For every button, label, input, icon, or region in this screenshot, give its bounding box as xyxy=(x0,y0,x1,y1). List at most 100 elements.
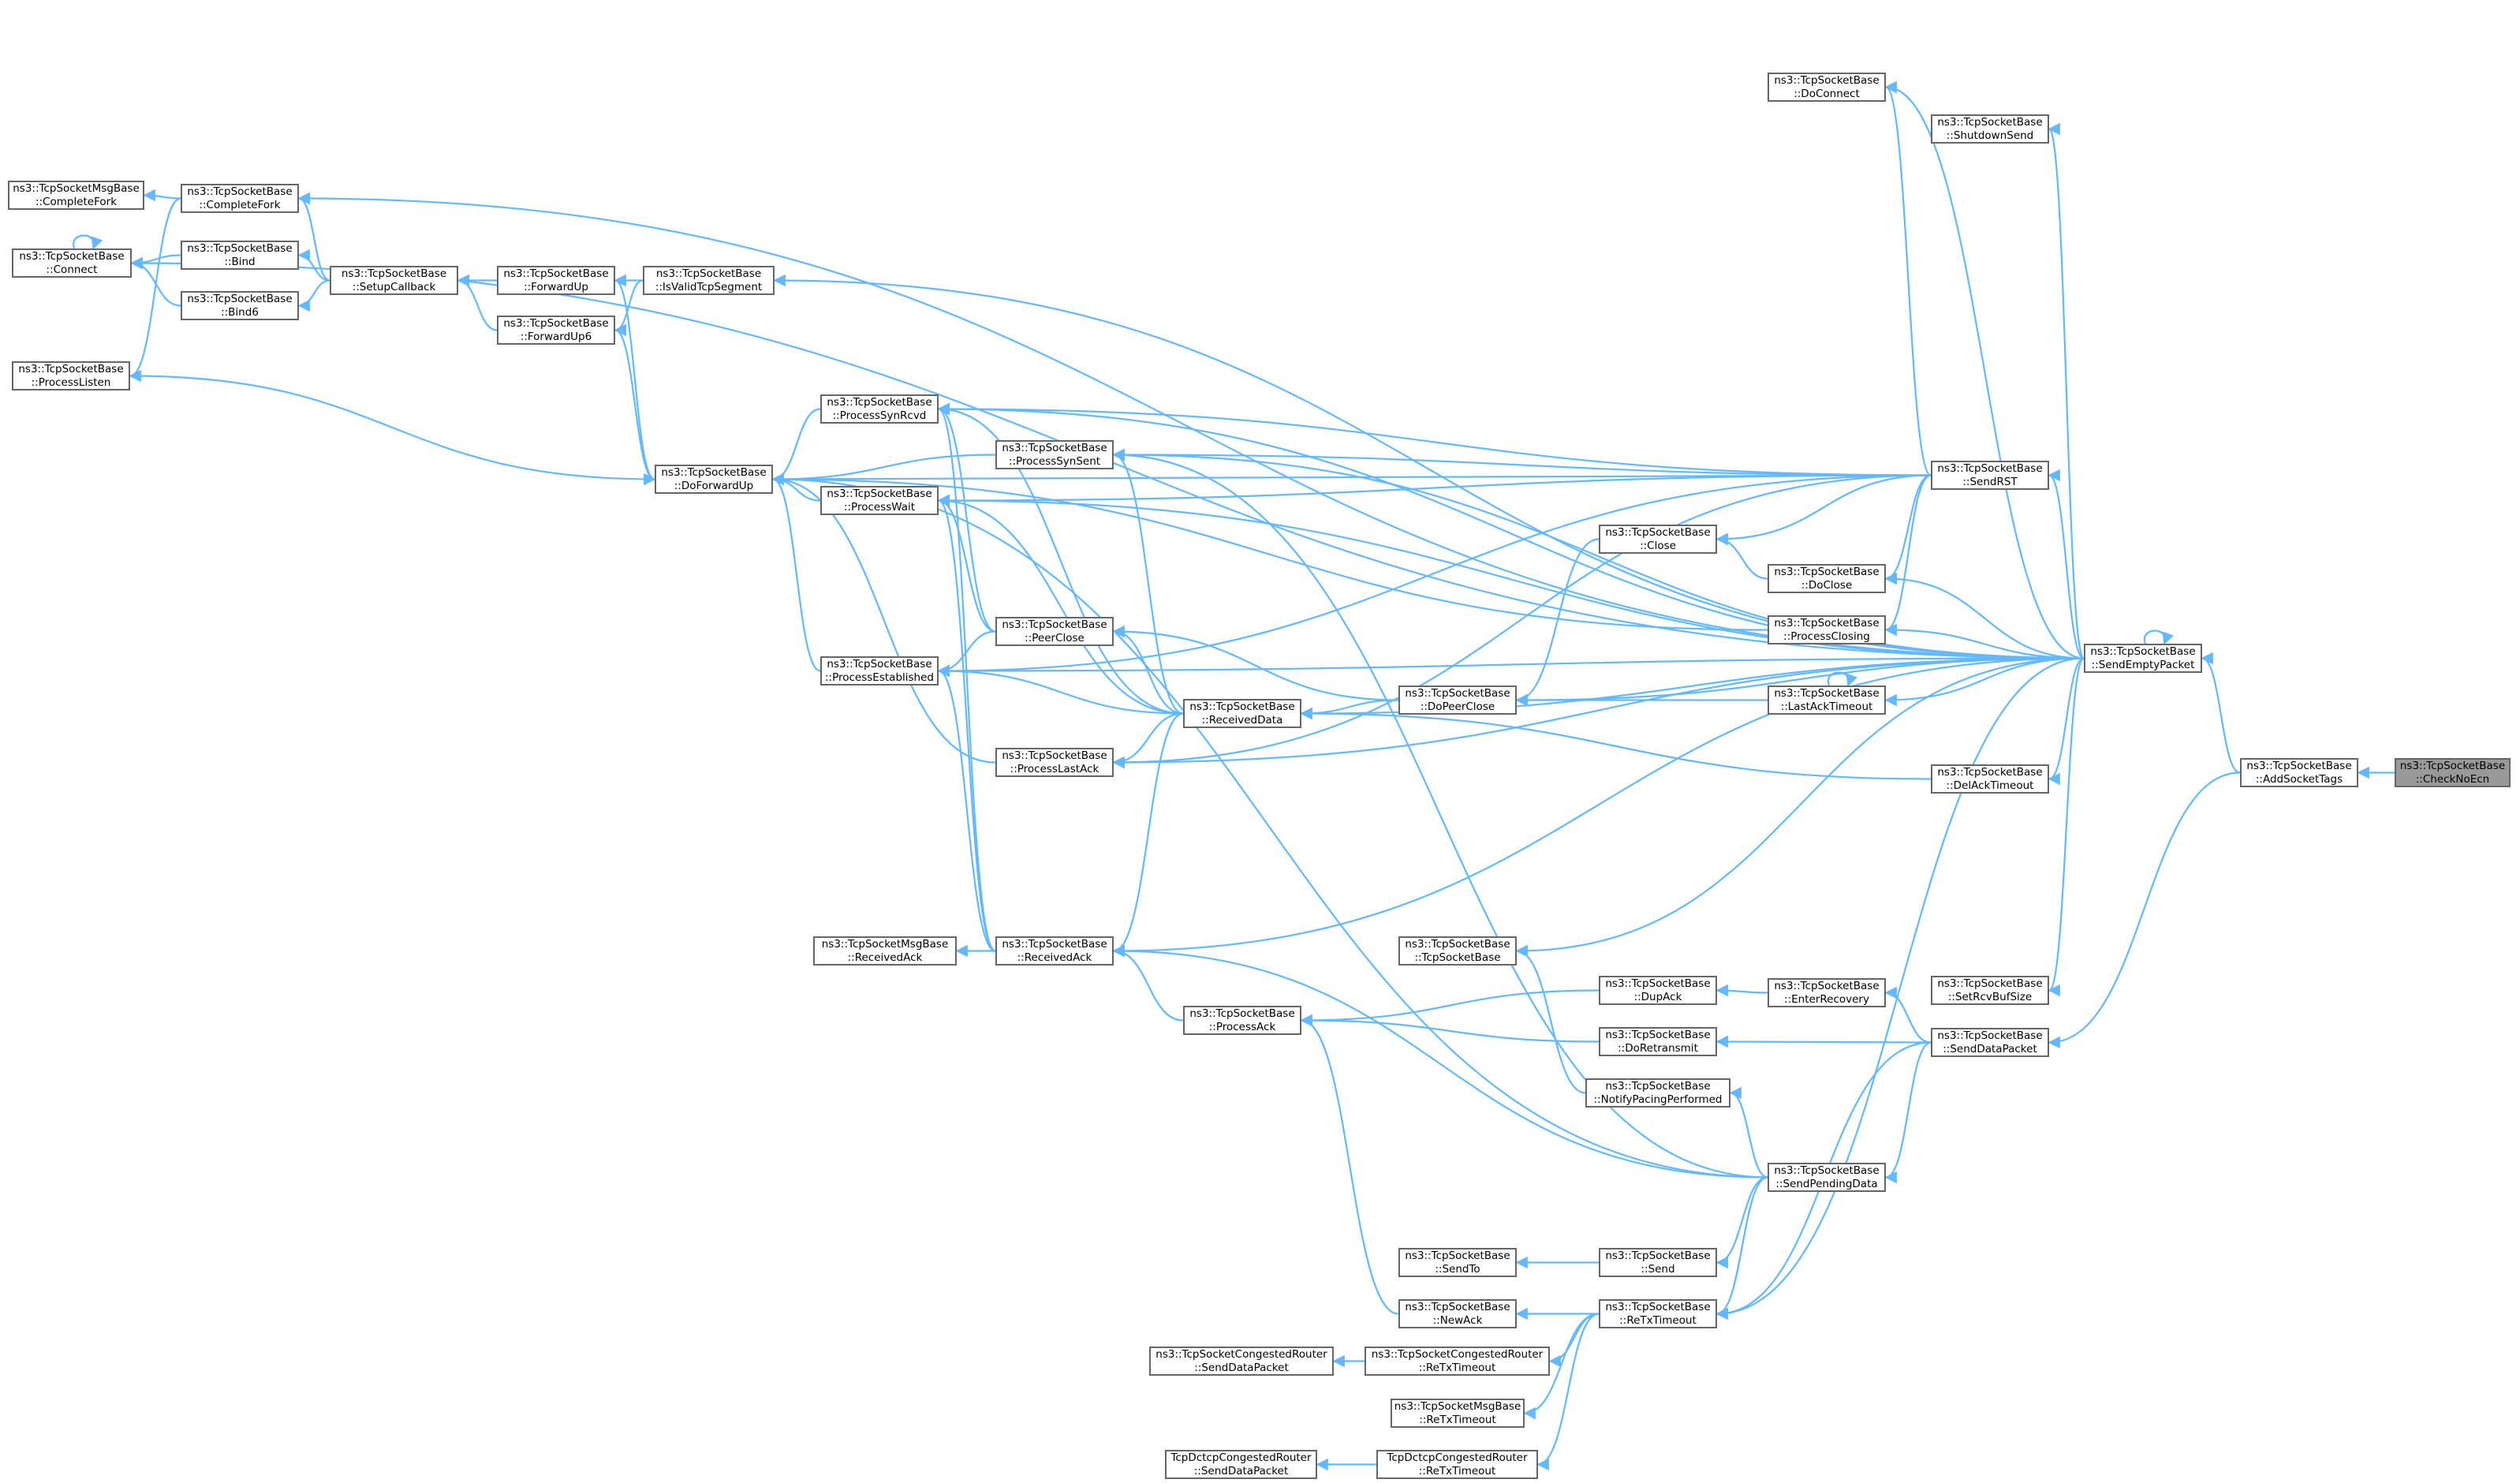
node-label-member: ::ReceivedData xyxy=(1201,713,1283,727)
node-add-socket-tags[interactable]: ns3::TcpSocketBase::AddSocketTags xyxy=(2240,758,2358,787)
node-label-scope: ns3::TcpSocketBase xyxy=(1189,700,1295,713)
edge-doforwardup-to-processclosing xyxy=(771,473,1768,631)
node-label-member: ::Bind xyxy=(224,255,256,268)
node-do-peer-close[interactable]: ns3::TcpSocketBase::DoPeerClose xyxy=(1398,685,1517,715)
node-label-scope: ns3::TcpSocketBase xyxy=(1937,977,2043,990)
node-label-scope: ns3::TcpSocketBase xyxy=(2246,759,2352,772)
node-msg-re-tx-timeout[interactable]: ns3::TcpSocketMsgBase::ReTxTimeout xyxy=(1391,1399,1525,1428)
node-connect[interactable]: ns3::TcpSocketBase::Connect xyxy=(12,248,132,278)
node-label-scope: ns3::TcpSocketBase xyxy=(1605,977,1711,990)
edge-peerclose-to-receiveddata xyxy=(1112,625,1184,715)
node-notify-pacing-performed[interactable]: ns3::TcpSocketBase::NotifyPacingPerforme… xyxy=(1585,1078,1730,1108)
edge-processsynrcvd-to-receivedack xyxy=(937,403,996,952)
edge-processestablished-to-peerclose xyxy=(937,630,996,678)
node-cr-re-tx-timeout[interactable]: ns3::TcpSocketCongestedRouter::ReTxTimeo… xyxy=(1365,1347,1550,1376)
edge-tcpsocketbase-to-notifypacingperformed xyxy=(1515,944,1586,1094)
node-new-ack[interactable]: ns3::TcpSocketBase::NewAck xyxy=(1398,1299,1517,1328)
node-re-tx-timeout[interactable]: ns3::TcpSocketBase::ReTxTimeout xyxy=(1599,1299,1717,1328)
node-cr-send-data-packet[interactable]: ns3::TcpSocketCongestedRouter::SendDataP… xyxy=(1149,1347,1334,1376)
edge-close-to-doclose xyxy=(1715,532,1768,580)
node-label-member: ::ShutdownSend xyxy=(1946,129,2034,142)
node-label-scope: ns3::TcpSocketBase xyxy=(1937,765,2043,779)
node-label-member: ::ProcessListen xyxy=(31,375,111,389)
node-process-syn-sent[interactable]: ns3::TcpSocketBase::ProcessSynSent xyxy=(995,440,1114,469)
node-do-close[interactable]: ns3::TcpSocketBase::DoClose xyxy=(1768,564,1886,593)
node-process-wait[interactable]: ns3::TcpSocketBase::ProcessWait xyxy=(820,486,939,515)
edge-enterrecovery-to-senddatapacket xyxy=(1884,986,1932,1044)
node-enter-recovery[interactable]: ns3::TcpSocketBase::EnterRecovery xyxy=(1768,978,1886,1007)
node-label-scope: ns3::TcpSocketBase xyxy=(1937,461,2043,475)
node-label-member: ::Connect xyxy=(46,263,98,276)
node-received-data[interactable]: ns3::TcpSocketBase::ReceivedData xyxy=(1183,699,1301,728)
node-label-scope: ns3::TcpSocketBase xyxy=(827,395,932,409)
node-label-member: ::TcpSocketBase xyxy=(1414,951,1501,964)
node-do-forward-up[interactable]: ns3::TcpSocketBase::DoForwardUp xyxy=(655,465,773,494)
node-send-data-packet[interactable]: ns3::TcpSocketBase::SendDataPacket xyxy=(1931,1028,2049,1057)
node-complete-fork[interactable]: ns3::TcpSocketBase::CompleteFork xyxy=(181,184,299,213)
node-bind[interactable]: ns3::TcpSocketBase::Bind xyxy=(181,241,299,270)
node-label-scope: ns3::TcpSocketBase xyxy=(503,316,609,330)
node-process-closing[interactable]: ns3::TcpSocketBase::ProcessClosing xyxy=(1768,615,1886,644)
node-close[interactable]: ns3::TcpSocketBase::Close xyxy=(1599,525,1717,554)
node-label-scope: ns3::TcpSocketBase xyxy=(1002,618,1107,631)
node-last-ack-timeout[interactable]: ns3::TcpSocketBase::LastAckTimeout xyxy=(1768,685,1886,715)
node-bind6[interactable]: ns3::TcpSocketBase::Bind6 xyxy=(181,291,299,320)
edge-processlastack-to-sendemptypacket xyxy=(1112,657,2085,769)
node-msg-complete-fork[interactable]: ns3::TcpSocketMsgBase::CompleteFork xyxy=(8,181,144,210)
edge-retxtimeout-to-sendemptypacket xyxy=(1715,657,2085,1321)
node-process-syn-rcvd[interactable]: ns3::TcpSocketBase::ProcessSynRcvd xyxy=(820,394,939,424)
node-label-member: ::PeerClose xyxy=(1025,631,1085,644)
node-label-member: ::SendDataPacket xyxy=(1194,1361,1289,1374)
node-peer-close[interactable]: ns3::TcpSocketBase::PeerClose xyxy=(995,617,1114,646)
edge-processsynrcvd-to-sendrst xyxy=(937,402,1932,476)
edge-cr_retxtimeout-to-retxtimeout xyxy=(1548,1313,1600,1368)
node-tcp-socket-base[interactable]: ns3::TcpSocketBase::TcpSocketBase xyxy=(1398,936,1517,966)
node-process-established[interactable]: ns3::TcpSocketBase::ProcessEstablished xyxy=(820,656,939,685)
node-label-scope: ns3::TcpSocketBase xyxy=(19,249,125,263)
node-send-empty-packet[interactable]: ns3::TcpSocketBase::SendEmptyPacket xyxy=(2084,644,2202,673)
node-label-member: ::ProcessClosing xyxy=(1783,629,1870,643)
node-label-member: ::EnterRecovery xyxy=(1784,992,1869,1006)
node-label-scope: ns3::TcpSocketBase xyxy=(1605,525,1711,539)
edge-receiveddata-to-dopeerclose xyxy=(1300,699,1399,720)
node-setup-callback[interactable]: ns3::TcpSocketBase::SetupCallback xyxy=(330,266,458,295)
node-label-member: ::ReTxTimeout xyxy=(1418,1464,1496,1477)
node-set-rcv-buf-size[interactable]: ns3::TcpSocketBase::SetRcvBufSize xyxy=(1931,976,2049,1005)
node-dup-ack[interactable]: ns3::TcpSocketBase::DupAck xyxy=(1599,976,1717,1005)
node-label-member: ::ReTxTimeout xyxy=(1619,1313,1697,1327)
edge-retxtimeout-to-sendpendingdata xyxy=(1715,1176,1768,1321)
node-send[interactable]: ns3::TcpSocketBase::Send xyxy=(1599,1248,1717,1277)
node-label-scope: ns3::TcpSocketBase xyxy=(2090,644,2196,658)
edge-delacktimeout-to-sendemptypacket xyxy=(2048,657,2085,786)
node-received-ack[interactable]: ns3::TcpSocketBase::ReceivedAck xyxy=(995,936,1114,966)
node-send-to[interactable]: ns3::TcpSocketBase::SendTo xyxy=(1398,1248,1517,1277)
node-dctcp-send-data-packet[interactable]: TcpDctcpCongestedRouter::SendDataPacket xyxy=(1165,1450,1317,1479)
node-forward-up6[interactable]: ns3::TcpSocketBase::ForwardUp6 xyxy=(497,316,615,345)
node-process-ack[interactable]: ns3::TcpSocketBase::ProcessAck xyxy=(1183,1006,1301,1035)
edge-isvalidtcpsegment-to-sendemptypacket xyxy=(773,274,2085,659)
node-forward-up[interactable]: ns3::TcpSocketBase::ForwardUp xyxy=(497,266,615,295)
node-label-scope: ns3::TcpSocketBase xyxy=(2399,759,2506,772)
node-send-rst[interactable]: ns3::TcpSocketBase::SendRST xyxy=(1931,461,2049,490)
node-label-member: ::ProcessSynRcvd xyxy=(832,409,927,422)
node-do-connect[interactable]: ns3::TcpSocketBase::DoConnect xyxy=(1768,73,1886,102)
node-msg-received-ack[interactable]: ns3::TcpSocketMsgBase::ReceivedAck xyxy=(813,936,957,966)
node-do-retransmit[interactable]: ns3::TcpSocketBase::DoRetransmit xyxy=(1599,1027,1717,1056)
node-process-listen[interactable]: ns3::TcpSocketBase::ProcessListen xyxy=(12,361,130,390)
edge-doclose-to-sendemptypacket xyxy=(1884,572,2085,659)
edge-tcpsocketbase-to-sendemptypacket xyxy=(1515,657,2085,958)
edge-bind-to-setupcallback xyxy=(297,248,330,282)
edge-processlisten-to-completefork xyxy=(129,197,181,383)
edge-bind6-to-setupcallback xyxy=(297,279,330,312)
node-label-member: ::SendDataPacket xyxy=(1193,1464,1289,1477)
node-label-scope: ns3::TcpSocketBase xyxy=(1405,686,1510,700)
node-dctcp-re-tx-timeout[interactable]: TcpDctcpCongestedRouter::ReTxTimeout xyxy=(1376,1450,1538,1479)
edge-processwait-to-sendemptypacket xyxy=(937,494,2085,659)
node-shutdown-send[interactable]: ns3::TcpSocketBase::ShutdownSend xyxy=(1931,114,2049,144)
node-label-member: ::IsValidTcpSegment xyxy=(655,280,763,293)
node-del-ack-timeout[interactable]: ns3::TcpSocketBase::DelAckTimeout xyxy=(1931,764,2049,794)
edge-receivedack-to-receiveddata xyxy=(1112,712,1184,958)
node-is-valid-tcp-segment[interactable]: ns3::TcpSocketBase::IsValidTcpSegment xyxy=(643,266,775,295)
node-send-pending-data[interactable]: ns3::TcpSocketBase::SendPendingData xyxy=(1768,1163,1886,1192)
node-process-last-ack[interactable]: ns3::TcpSocketBase::ProcessLastAck xyxy=(995,748,1114,777)
